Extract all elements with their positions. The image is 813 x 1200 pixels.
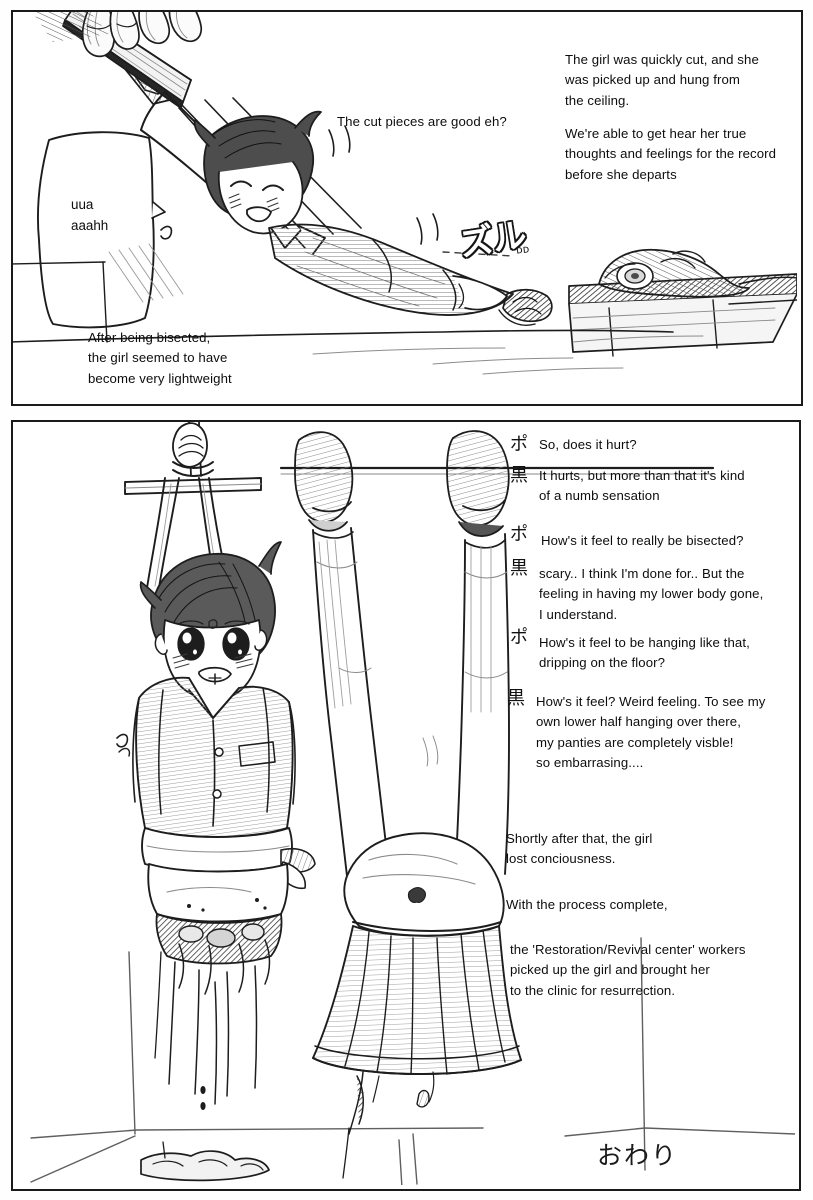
panel-bottom-narration-3: the 'Restoration/Revival center' workers… [510, 942, 746, 998]
speaker-label-po-2: ポ [510, 524, 528, 545]
sound-effect-zuru-tail: ᴅᴅ [515, 242, 530, 257]
panel-bottom-narration-2: With the process complete, [506, 897, 668, 912]
severed-waist [498, 288, 553, 326]
panel-top-dialogue-line: The cut pieces are good eh? [337, 114, 507, 129]
speaker-label-kuro-3: 黒 [507, 688, 525, 709]
hanging-upper-half [116, 422, 316, 1105]
speech-balloon-text: uua aaahh [71, 197, 109, 234]
dialogue-line-3: How's it feel to really be bisected? [541, 533, 744, 548]
dialogue-line-5: How's it feel to be hanging like that, d… [539, 635, 750, 671]
organ-table [568, 248, 797, 357]
end-mark-owari: おわり [597, 1141, 679, 1170]
speaker-label-kuro-2: 黒 [510, 558, 528, 579]
comic-panel-bottom [11, 420, 801, 1191]
girl-upper-body [140, 91, 514, 316]
motion-marks [160, 125, 439, 245]
panel-bottom-artwork [13, 422, 795, 1185]
panel-top-narration-1: The girl was quickly cut, and she was pi… [565, 52, 759, 108]
dialogue-line-6: How's it feel? Weird feeling. To see my … [536, 694, 766, 771]
panel-top-narration-bottom: After being bisected, the girl seemed to… [88, 330, 232, 386]
comic-panel-top: uua aaahh [11, 10, 803, 406]
panel-top-narration-2: We're able to get hear her true thoughts… [565, 126, 777, 182]
speech-balloon [36, 131, 166, 329]
panel-bottom-narration-1: Shortly after that, the girl lost concio… [506, 831, 653, 867]
dialogue-line-1: So, does it hurt? [539, 437, 637, 452]
dialogue-line-2: It hurts, but more than that it's kind o… [539, 468, 745, 504]
sound-effect-zuru: ズル [456, 215, 529, 265]
hanging-lower-half [294, 430, 522, 1179]
dialogue-line-4: scary.. I think I'm done for.. But the f… [539, 566, 764, 622]
speaker-label-po-3: ポ [510, 627, 528, 648]
panel-top-artwork [13, 12, 797, 400]
floor-puddle [140, 1141, 270, 1182]
hanging-feet [81, 12, 203, 58]
speaker-label-po-1: ポ [510, 434, 528, 455]
speaker-label-kuro-1: 黒 [510, 465, 528, 486]
